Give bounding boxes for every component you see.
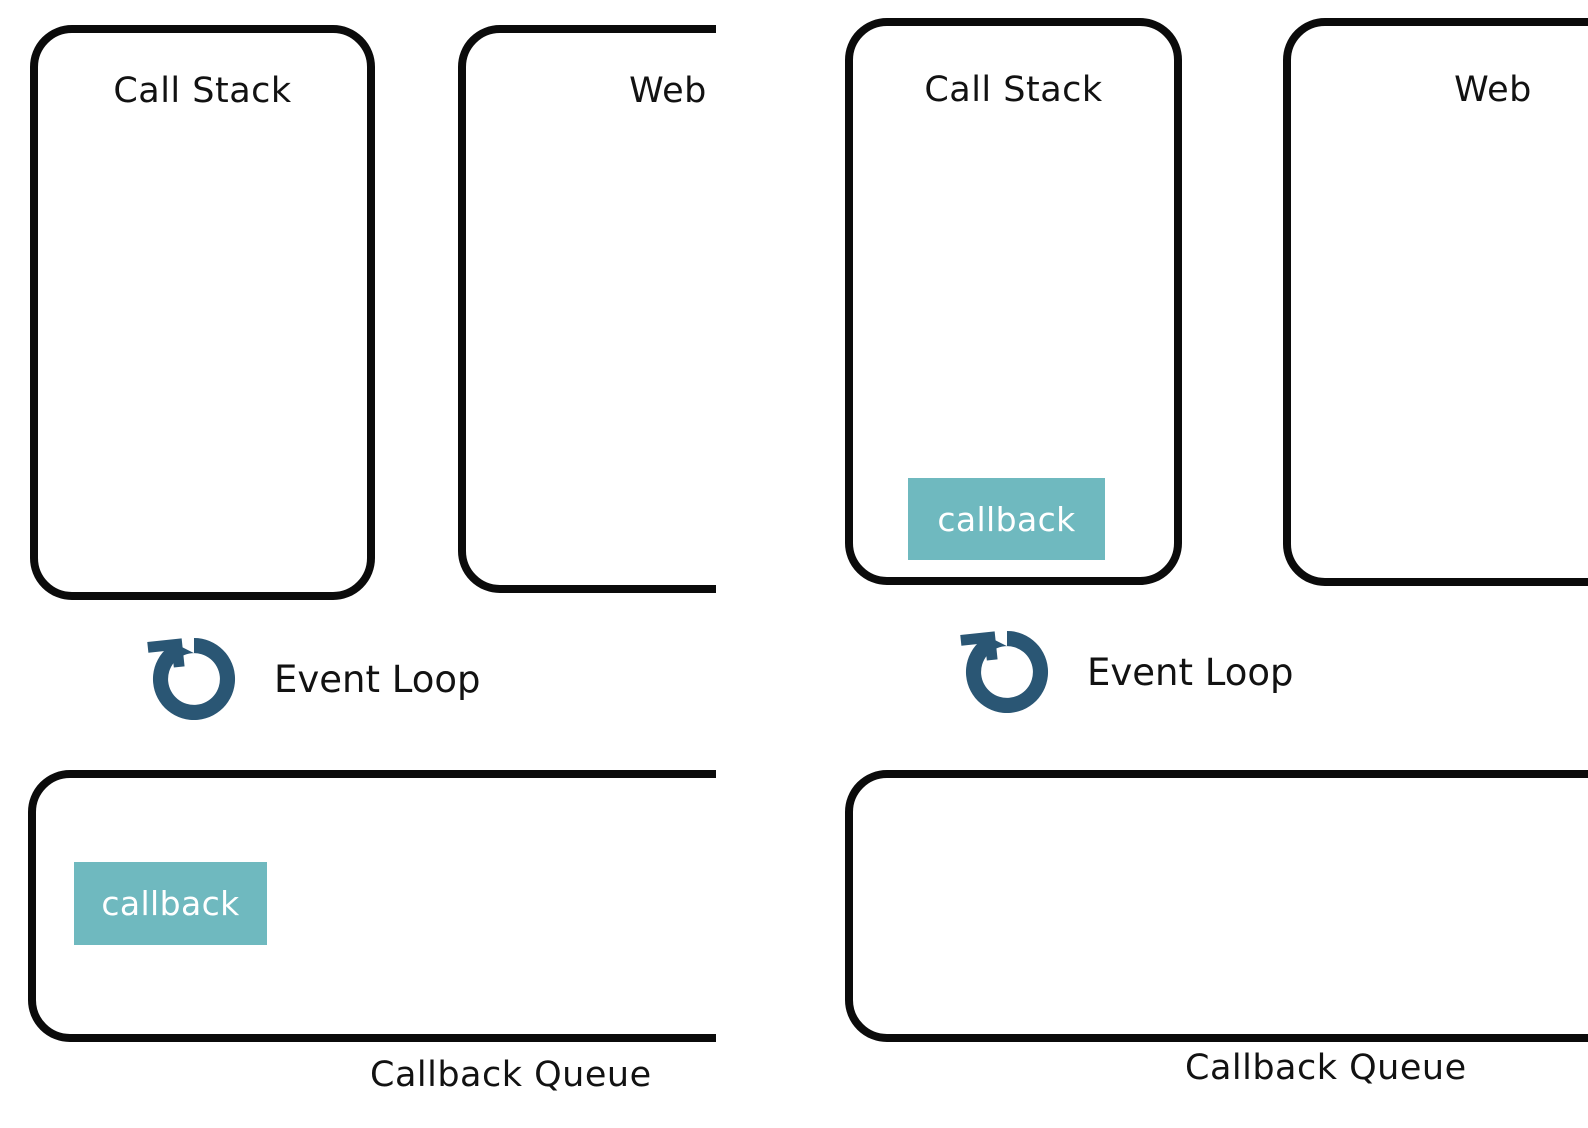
- callback-queue-label: Callback Queue: [1185, 1048, 1467, 1088]
- callback-chip[interactable]: callback: [908, 478, 1105, 560]
- call-stack-box: Call Stack: [30, 25, 375, 600]
- event-loop-group: Event Loop: [140, 625, 480, 733]
- callback-queue-label: Callback Queue: [370, 1055, 652, 1095]
- event-loop-group: Event Loop: [953, 618, 1293, 726]
- circular-arrow-icon: [960, 624, 1049, 714]
- web-apis-box: Web: [1283, 18, 1588, 586]
- web-apis-title: Web: [1454, 70, 1532, 110]
- event-loop-label: Event Loop: [1087, 650, 1294, 694]
- web-apis-title: Web: [629, 71, 707, 111]
- callback-chip[interactable]: callback: [74, 862, 267, 945]
- diagram-frame-before: Call Stack Web Event Loop callback Callb…: [0, 0, 716, 1128]
- circular-arrow-icon: [147, 631, 236, 721]
- call-stack-title: Call Stack: [113, 71, 292, 111]
- call-stack-title: Call Stack: [924, 70, 1103, 110]
- web-apis-box: Web: [458, 25, 716, 593]
- callback-queue-box: [845, 770, 1588, 1042]
- diagram-frame-after: Call Stack callback Web Event Loop Callb…: [845, 0, 1588, 1128]
- event-loop-label: Event Loop: [274, 657, 481, 701]
